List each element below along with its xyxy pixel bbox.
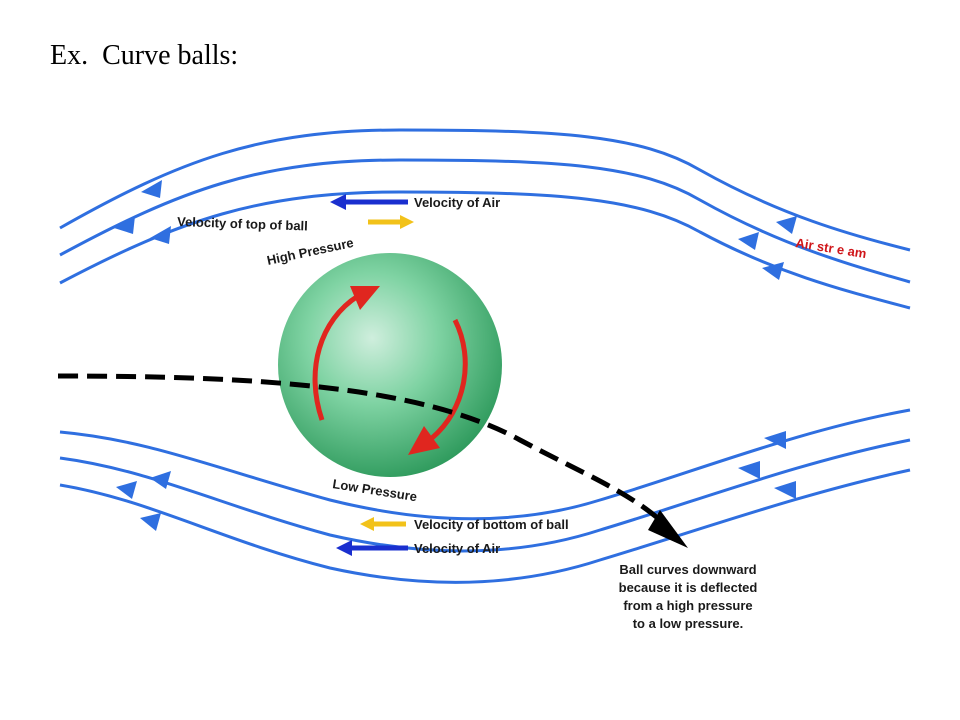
trajectory-arrowhead-icon: [648, 510, 688, 548]
spin-arrows: [312, 286, 468, 455]
flow-arrow-icon: [776, 216, 797, 234]
high-pressure-label: High Pressure: [266, 235, 355, 268]
flow-arrow-icon: [738, 232, 759, 250]
velocity-bottom-ball: Velocity of bottom of ball: [360, 517, 569, 532]
velocity-bottom-ball-label: Velocity of bottom of ball: [414, 517, 569, 532]
velocity-air-bottom-label: Velocity of Air: [414, 541, 500, 556]
caption-line: from a high pressure: [623, 598, 752, 613]
spin-arrowhead-icon: [408, 426, 440, 455]
flow-arrow-icon: [116, 481, 137, 499]
ball-trajectory: [57, 373, 662, 522]
flow-arrow-icon: [738, 461, 760, 479]
arrow-left-icon: [336, 540, 352, 556]
caption: Ball curves downward because it is defle…: [619, 562, 758, 631]
velocity-air-top: Velocity of Air: [330, 194, 500, 210]
flow-arrow-icon: [150, 226, 171, 244]
streamline-lower-3: [59, 468, 911, 584]
arrow-left-icon: [360, 517, 374, 531]
streamline-lower-2: [59, 438, 911, 553]
spin-arrow-lower: [430, 318, 468, 440]
streamline-upper-1: [59, 128, 911, 252]
flow-arrow-icon: [141, 180, 162, 198]
flow-arrow-icon: [764, 431, 786, 449]
baseball: [278, 253, 502, 477]
flow-arrow-icon: [762, 262, 784, 280]
velocity-top-ball: Velocity of top of ball: [177, 214, 414, 234]
flow-arrow-icon: [150, 471, 171, 489]
lower-streamlines: [59, 408, 911, 584]
spin-arrowhead-icon: [350, 286, 380, 310]
arrow-left-icon: [330, 194, 346, 210]
streamline-lower-1: [59, 408, 911, 521]
flow-arrow-icon: [774, 481, 796, 499]
slide-title: Ex. Curve balls:: [50, 40, 239, 71]
spin-arrow-upper: [312, 293, 360, 421]
velocity-air-top-label: Velocity of Air: [414, 195, 500, 210]
upper-streamlines: [59, 128, 911, 310]
velocity-air-bottom: Velocity of Air: [336, 540, 500, 556]
upper-flow-arrows: [114, 180, 797, 280]
caption-line: to a low pressure.: [633, 616, 744, 631]
streamline-upper-2: [59, 158, 911, 284]
velocity-top-ball-label: Velocity of top of ball: [177, 214, 308, 234]
caption-line: because it is deflected: [619, 580, 758, 595]
arrow-right-icon: [400, 215, 414, 229]
caption-line: Ball curves downward: [619, 562, 756, 577]
flow-arrow-icon: [114, 216, 135, 234]
streamline-upper-3: [59, 190, 911, 310]
flow-arrow-icon: [140, 513, 161, 531]
low-pressure-label: Low Pressure: [332, 476, 419, 504]
lower-flow-arrows: [116, 431, 796, 531]
